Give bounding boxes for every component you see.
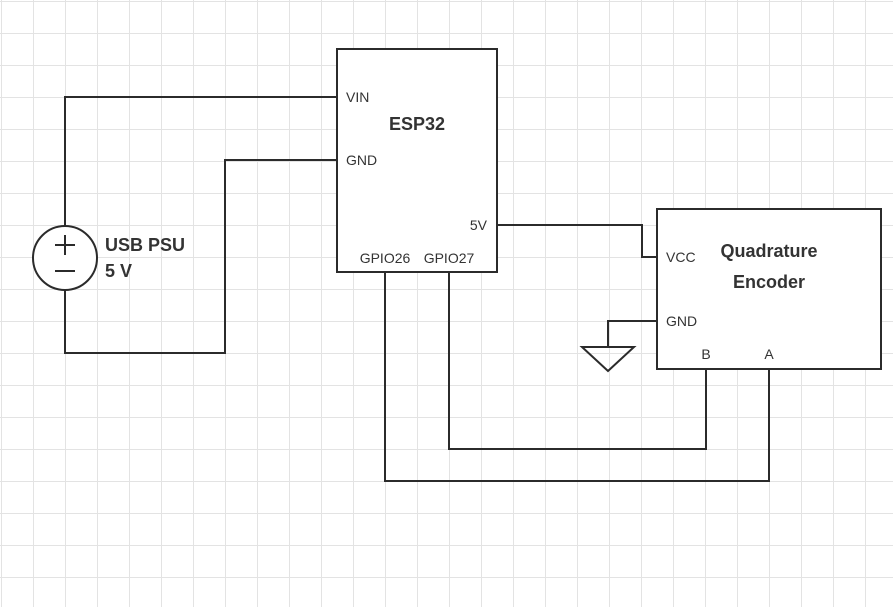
encoder-pin-vcc: VCC (666, 249, 696, 265)
encoder-pin-b: B (701, 346, 710, 362)
plus-icon (55, 235, 75, 255)
encoder-box (656, 208, 882, 370)
psu-label-line1: USB PSU (105, 235, 185, 255)
wire-psu-minus-to-esp-gnd (64, 159, 337, 354)
esp32-pin-gpio26: GPIO26 (360, 250, 411, 266)
esp32-block: ESP32 VIN GND 5V GPIO26 GPIO27 (336, 48, 498, 273)
encoder-pin-a: A (764, 346, 774, 362)
esp32-box (336, 48, 498, 273)
encoder-block: Quadrature Encoder VCC GND B A (656, 208, 882, 370)
wire-encoder-gnd-to-ground (607, 320, 657, 347)
wires (64, 96, 770, 482)
encoder-title-line2: Encoder (733, 272, 805, 292)
wire-5v-to-vcc (497, 224, 657, 258)
esp32-title: ESP32 (389, 114, 445, 134)
ground-icon (579, 346, 637, 373)
psu-label-line2: 5 V (105, 261, 132, 281)
encoder-title-line1: Quadrature (720, 241, 817, 261)
wire-gpio26-to-a (384, 272, 770, 482)
wire-psu-plus-to-vin (64, 96, 337, 226)
esp32-pin-5v: 5V (470, 217, 488, 233)
usb-psu-source: USB PSU 5 V (32, 225, 185, 291)
voltage-source-icon (32, 225, 98, 291)
wire-gpio27-to-b (448, 272, 707, 450)
esp32-pin-gpio27: GPIO27 (424, 250, 475, 266)
esp32-pin-vin: VIN (346, 89, 369, 105)
encoder-pin-gnd: GND (666, 313, 697, 329)
esp32-pin-gnd: GND (346, 152, 377, 168)
